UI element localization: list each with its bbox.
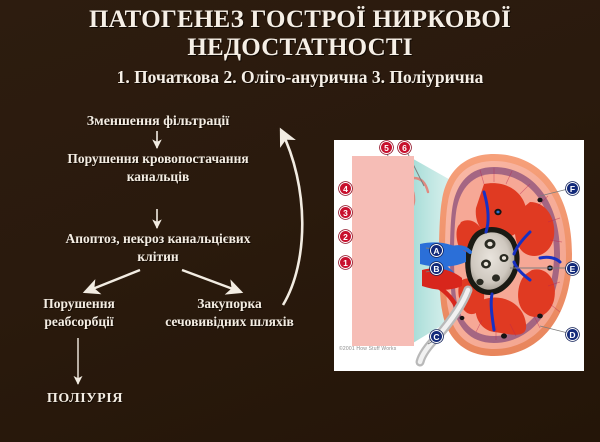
interlobar-veins (482, 190, 562, 332)
page-subtitle: 1. Початкова 2. Оліго-анурична 3. Поліур… (116, 67, 484, 87)
flow-node-reabsorption: Порушення реабсорбції (43, 296, 115, 329)
figure-badge-a: A (430, 244, 443, 257)
renal-pelvis (470, 232, 515, 290)
flow-node-blood-supply: Порушення кровопостачання канальців (67, 151, 249, 184)
page-title-line-2: НЕДОСТАТНОСТІ (187, 34, 413, 61)
title-block: ПАТОГЕНЕЗ ГОСТРОЇ НИРКОВОЇ НЕДОСТАТНОСТІ… (0, 6, 600, 89)
figure-badge-d: D (566, 328, 579, 341)
figure-badge-c: C (430, 330, 443, 343)
figure-badge-4: 4 (339, 182, 352, 195)
page-title-line-1: ПАТОГЕНЕЗ ГОСТРОЇ НИРКОВОЇ (88, 6, 512, 33)
kidney-anatomy-figure: 1 2 3 4 5 6 A B C D E F ©2001 How Stuff … (334, 140, 584, 371)
flow-node-polyuria: ПОЛІУРІЯ (46, 391, 124, 406)
kidney-illustration (347, 145, 573, 367)
figure-badge-f: F (566, 182, 579, 195)
vessel-cross-sections (459, 197, 553, 339)
flow-node-blockage: Закупорка сечовивідних шляхів (165, 296, 294, 329)
kidney-cross-section (415, 154, 572, 367)
figure-badge-1: 1 (339, 256, 352, 269)
flow-node-filtration: Зменшення фільтрації (86, 114, 230, 129)
figure-badge-5: 5 (380, 141, 393, 154)
figure-credit: ©2001 How Stuff Works (339, 346, 397, 352)
arrow-blockage-feedback-to-filtration (279, 127, 304, 306)
arrow-apoptosis-to-reabsorption (82, 268, 141, 295)
nephron-panel-background (352, 156, 414, 346)
figure-badge-3: 3 (339, 206, 352, 219)
flow-node-apoptosis: Апоптоз, некроз канальцієвих клітин (65, 231, 251, 264)
figure-badge-e: E (566, 262, 579, 275)
figure-badge-b: B (430, 262, 443, 275)
figure-badge-2: 2 (339, 230, 352, 243)
arrow-apoptosis-to-blockage (181, 268, 244, 295)
figure-badge-6: 6 (398, 141, 411, 154)
